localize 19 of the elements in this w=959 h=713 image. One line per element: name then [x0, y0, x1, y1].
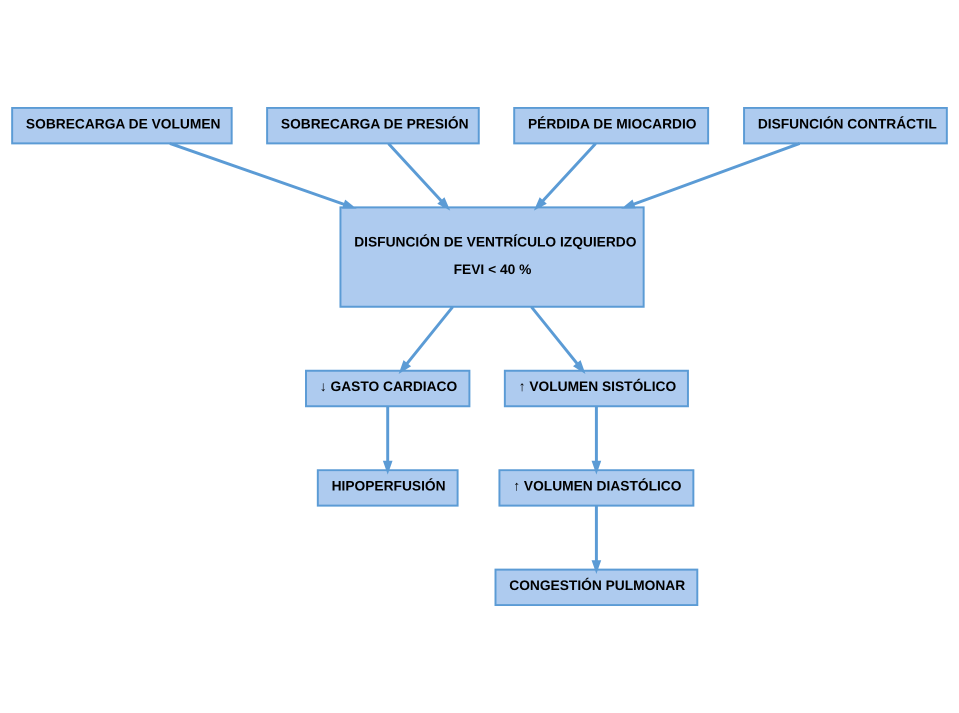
arrow: [387, 142, 450, 211]
arrow: [592, 506, 602, 574]
node-box: ↑ VOLUMEN DIASTÓLICO: [498, 469, 694, 507]
node-box: ↑ VOLUMEN SISTÓLICO: [504, 370, 689, 408]
node-box: HIPOPERFUSIÓN: [316, 469, 459, 507]
node-box: DISFUNCIÓN CONTRÁCTIL: [743, 106, 948, 144]
node-box: SOBRECARGA DE VOLUMEN: [11, 106, 233, 144]
arrow: [592, 406, 602, 475]
arrow: [382, 406, 393, 475]
node-box: DISFUNCIÓN DE VENTRÍCULO IZQUIERDO FEVI < 40 %: [339, 206, 645, 308]
arrow: [621, 142, 800, 209]
arrow: [398, 306, 454, 374]
node-box: SOBRECARGA DE PRESIÓN: [266, 106, 480, 144]
arrow: [169, 142, 357, 209]
node-box: ↓ GASTO CARDIACO: [305, 370, 470, 408]
arrow: [530, 306, 586, 374]
arrow: [534, 142, 597, 211]
node-box: CONGESTIÓN PULMONAR: [494, 568, 698, 606]
node-box: PÉRDIDA DE MIOCARDIO: [513, 106, 710, 144]
